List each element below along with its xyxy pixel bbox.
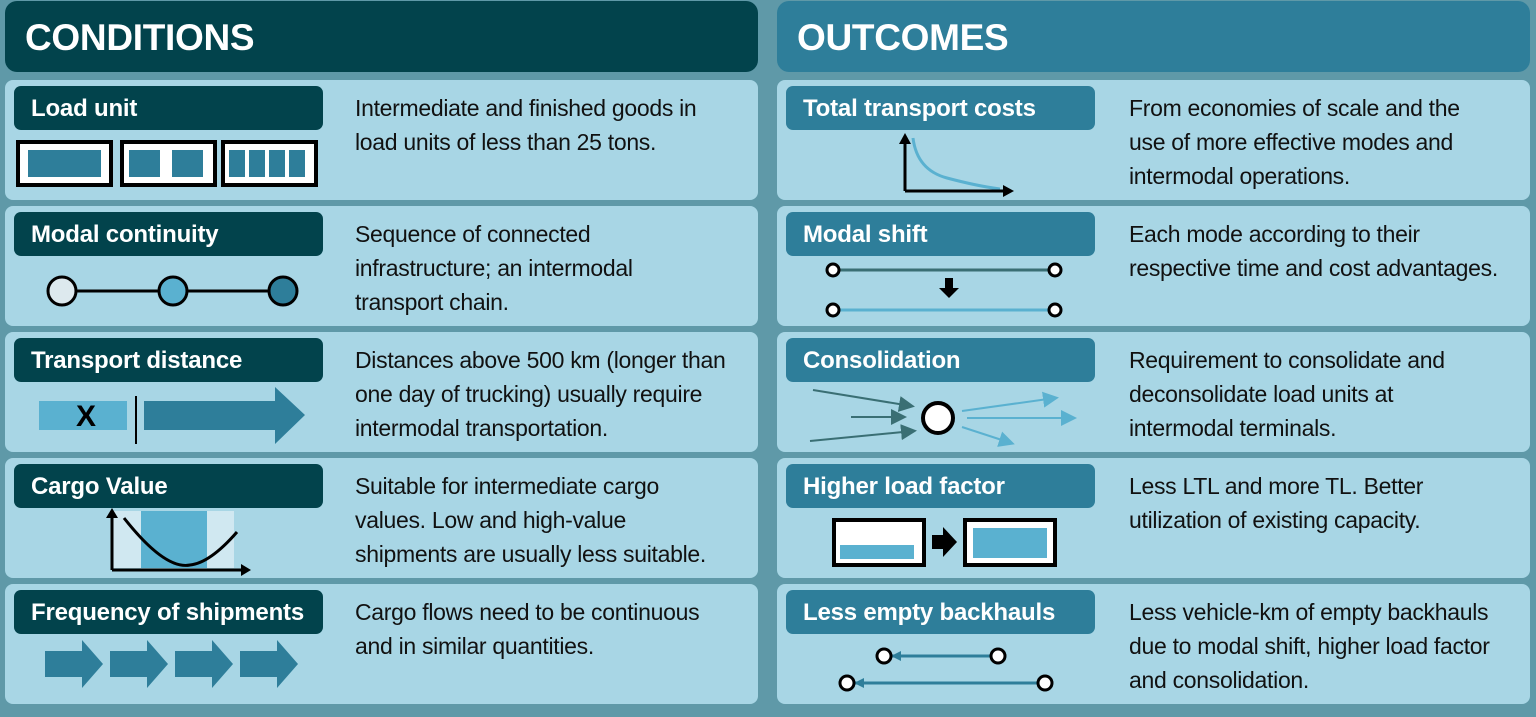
outcome-description: Less vehicle-km of empty backhauls due t… — [1129, 599, 1490, 693]
outcome-row-consolidation: Consolidation Requirement to consolidate… — [777, 332, 1530, 452]
decreasing-cost-curve-icon — [899, 133, 1014, 197]
backhaul-arrows-icon — [838, 647, 1054, 692]
outcome-row-less-empty-backhauls: Less empty backhauls Less vehicle-km of … — [777, 584, 1530, 704]
condition-label: Load unit — [14, 86, 323, 130]
outcome-row-modal-shift: Modal shift Each mode according to their… — [777, 206, 1530, 326]
condition-description: Distances above 500 km (longer than one … — [355, 347, 726, 441]
consolidation-hub-icon — [809, 389, 1077, 447]
outcome-description: Each mode according to their respective … — [1129, 221, 1498, 281]
outcome-label: Consolidation — [786, 338, 1095, 382]
condition-description: Intermediate and finished goods in load … — [355, 95, 697, 155]
value-curve-icon — [106, 508, 251, 576]
outcome-description: Requirement to consolidate and deconsoli… — [1129, 347, 1445, 441]
conditions-header: CONDITIONS — [5, 1, 758, 72]
condition-label: Modal continuity — [14, 212, 323, 256]
condition-description: Cargo flows need to be continuous and in… — [355, 599, 700, 659]
condition-label: Frequency of shipments — [14, 590, 323, 634]
outcome-description: Less LTL and more TL. Better utilization… — [1129, 473, 1424, 533]
outcome-row-total-transport-costs: Total transport costs From economies of … — [777, 80, 1530, 200]
load-factor-icon — [832, 518, 1057, 567]
condition-row-modal-continuity: Modal continuity Sequence of connected i… — [5, 206, 758, 326]
connected-nodes-icon — [46, 275, 299, 307]
outcome-description: From economies of scale and the use of m… — [1129, 95, 1460, 189]
outcome-label: Higher load factor — [786, 464, 1095, 508]
outcome-label: Modal shift — [786, 212, 1095, 256]
condition-row-cargo-value: Cargo Value Suitable for intermediate ca… — [5, 458, 758, 578]
condition-row-load-unit: Load unit Intermediate and finished good… — [5, 80, 758, 200]
modal-shift-icon — [825, 262, 1063, 318]
outcome-row-higher-load-factor: Higher load factor Less LTL and more TL.… — [777, 458, 1530, 578]
distance-arrow-icon: X — [39, 387, 305, 444]
condition-label: Cargo Value — [14, 464, 323, 508]
x-mark: X — [76, 400, 96, 433]
outcomes-header: OUTCOMES — [777, 1, 1530, 72]
outcome-label: Less empty backhauls — [786, 590, 1095, 634]
condition-row-frequency: Frequency of shipments Cargo flows need … — [5, 584, 758, 704]
condition-label: Transport distance — [14, 338, 323, 382]
outcome-label: Total transport costs — [786, 86, 1095, 130]
condition-description: Suitable for intermediate cargo values. … — [355, 473, 706, 567]
repeated-arrows-icon — [45, 640, 298, 688]
condition-row-transport-distance: Transport distance X Distances above 500… — [5, 332, 758, 452]
load-units-icon — [16, 140, 318, 187]
condition-description: Sequence of connected infrastructure; an… — [355, 221, 633, 315]
